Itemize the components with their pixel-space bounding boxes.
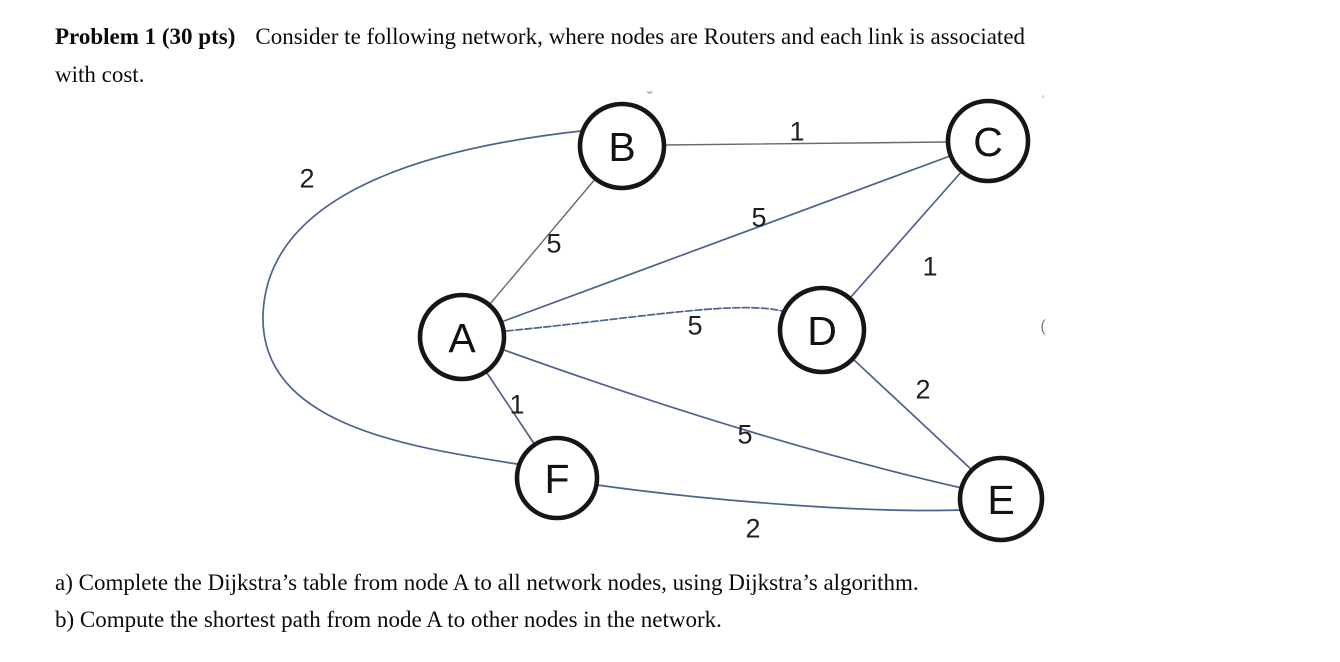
problem-intro: Consider te following network, where nod… (255, 24, 1026, 49)
edge-cost-B-C: 1 (789, 116, 804, 146)
problem-intro-cont: with cost. (55, 62, 145, 87)
edge-cost-C-D: 1 (922, 251, 937, 281)
node-label-F: F (544, 456, 569, 502)
question-a: a) Complete the Dijkstra’s table from no… (55, 570, 919, 595)
edge-A-D (505, 306, 787, 332)
edge-cost-D-E: 2 (915, 374, 930, 404)
edge-C-D (849, 170, 963, 299)
edge-D-E (852, 358, 974, 472)
edge-cost-F-E: 2 (745, 513, 760, 543)
scan-artifact-1: ’ (1042, 93, 1045, 107)
edge-cost-A-C: 5 (751, 202, 766, 232)
node-B (577, 101, 667, 191)
edge-cost-A-E: 5 (737, 419, 752, 449)
edge-cost-A-B: 5 (546, 228, 561, 258)
edge-cost-A-D: 5 (687, 310, 702, 340)
edge-A-C (503, 155, 951, 322)
node-C (945, 98, 1031, 184)
edge-A-E (503, 349, 963, 489)
scan-artifact-0: ˘ (646, 90, 652, 107)
edge-A-B (489, 177, 597, 305)
question-b: b) Compute the shortest path from node A… (55, 607, 722, 632)
problem-header-line2: with cost. (55, 62, 144, 88)
node-label-B: B (608, 124, 635, 170)
scan-artifact-2: ( (1040, 318, 1046, 335)
edge-F-E (596, 484, 962, 512)
edge-A-F (486, 372, 536, 446)
node-D (777, 285, 867, 375)
edge-B-C (663, 141, 949, 146)
edge-cost-B-F: 2 (299, 163, 314, 193)
node-label-C: C (973, 119, 1003, 165)
node-label-D: D (807, 308, 837, 354)
edge-B-F (262, 130, 582, 465)
node-A (417, 292, 507, 382)
problem-header-line1: Problem 1 (30 pts) Consider te following … (55, 24, 1025, 50)
node-label-A: A (448, 315, 476, 361)
problem-label: Problem 1 (30 pts) (55, 24, 236, 49)
node-label-E: E (987, 477, 1014, 523)
node-F (514, 435, 600, 521)
node-E (957, 455, 1045, 543)
edge-cost-A-F: 1 (509, 389, 524, 419)
